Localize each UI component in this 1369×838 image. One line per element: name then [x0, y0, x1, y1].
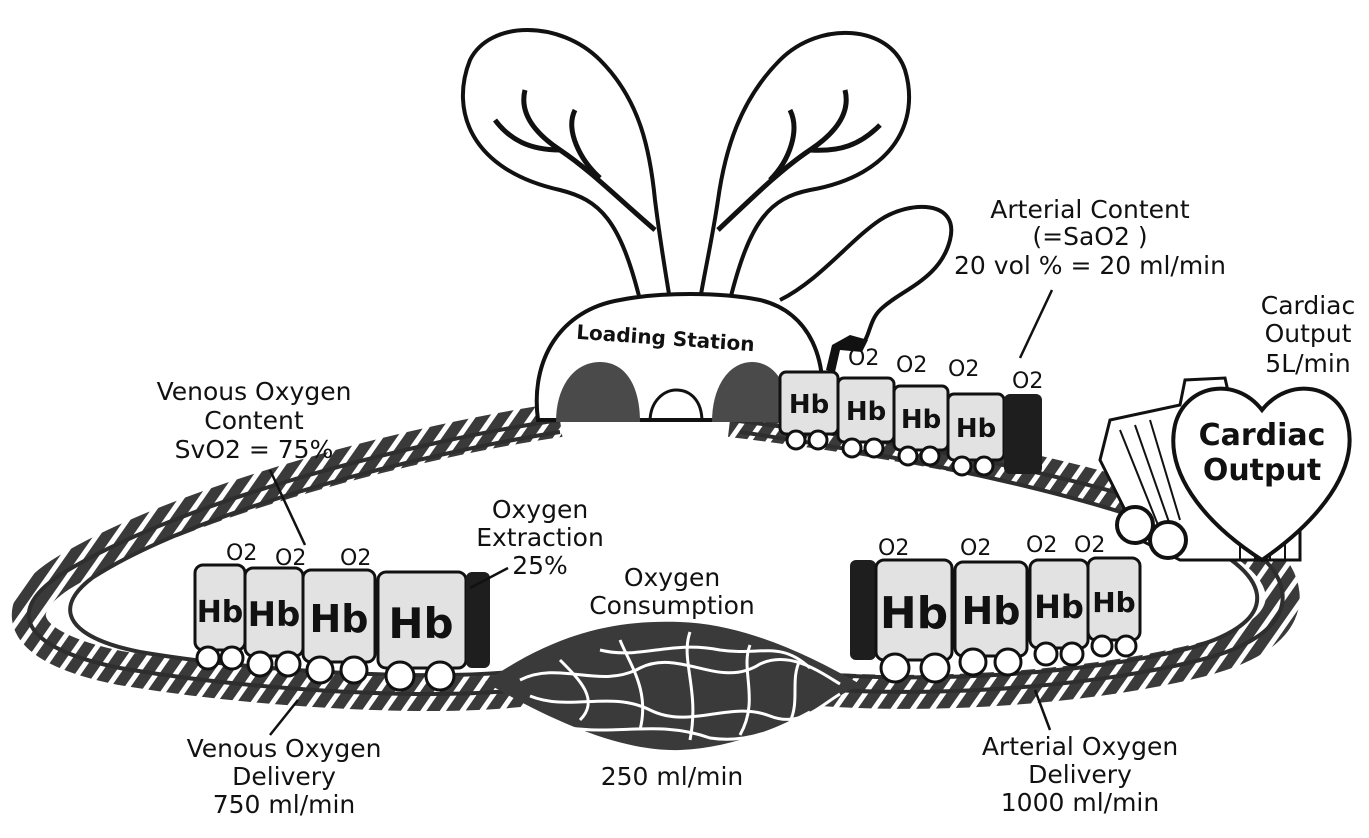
hb-label: Hb [901, 405, 941, 435]
o2-label: O2 [896, 353, 927, 378]
o2-label: O2 [275, 546, 306, 571]
o2-label: O2 [848, 346, 879, 371]
cardiac-output-line2: Output [1265, 319, 1352, 348]
train-engine: Cardiac Output [1098, 376, 1352, 563]
consumption-rate: 250 ml/min [601, 762, 744, 791]
tunnel-right [712, 362, 790, 422]
o2-label: O2 [1026, 533, 1057, 558]
o2-label: O2 [1074, 533, 1105, 558]
venous-delivery-line3: 750 ml/min [213, 790, 356, 819]
o2-label: O2 [1012, 369, 1043, 394]
cardiac-output-line1: Cardiac [1261, 291, 1356, 320]
hb-label: Hb [248, 595, 301, 635]
lungs [461, 28, 912, 302]
oxygen-extraction-line3: 25% [512, 551, 568, 580]
hb-car: Hb [946, 392, 1042, 477]
hb-label: Hb [197, 595, 244, 630]
hb-label: Hb [789, 390, 829, 420]
hb-car: Hb [301, 568, 377, 685]
hb-car: Hb [243, 566, 305, 678]
hb-car: Hb [1086, 556, 1142, 658]
hb-label: Hb [880, 588, 948, 639]
o2-markers: O2 O2 O2 O2 O2 O2 O2 O2 O2 O2 O2 [226, 346, 1105, 571]
arterial-delivery-line2: Delivery [1028, 760, 1132, 789]
hb-label: Hb [309, 597, 368, 641]
fuel-hose [779, 204, 954, 347]
hb-car: Hb [892, 384, 950, 467]
hb-label: Hb [956, 414, 996, 444]
leader-lines [268, 289, 1054, 736]
capillary-bed [485, 621, 860, 751]
hb-label: Hb [1092, 586, 1135, 619]
venous-content-line3: SvO2 = 75% [175, 435, 334, 464]
venous-delivery-line1: Venous Oxygen [187, 734, 382, 763]
hb-label: Hb [388, 599, 453, 648]
tunnel-left [556, 362, 640, 422]
engine-wheel [1148, 520, 1188, 560]
hb-label: Hb [961, 589, 1020, 633]
heart-label-line2: Output [1203, 453, 1321, 488]
arterial-delivery-line1: Arterial Oxygen [982, 732, 1178, 761]
arterial-content-line2: (=SaO2 ) [1032, 222, 1147, 251]
oxygen-consumption-line1: Oxygen [624, 563, 720, 592]
hb-car: Hb [193, 563, 247, 671]
oxygen-extraction-line2: Extraction [476, 523, 604, 552]
o2-label: O2 [340, 546, 371, 571]
loading-station: Loading Station [534, 292, 825, 423]
arterial-content-line3: 20 vol % = 20 ml/min [954, 251, 1226, 280]
venous-delivery-line2: Delivery [232, 762, 336, 791]
hb-car: Hb [376, 570, 490, 692]
hb-car: Hb [1028, 558, 1090, 667]
hb-car: Hb [850, 558, 954, 684]
o2-label: O2 [878, 536, 909, 561]
arterial-delivery-line3: 1000 ml/min [1001, 788, 1159, 817]
venous-content-line2: Content [204, 406, 304, 435]
fuel-nozzle-icon [826, 335, 868, 372]
oxygen-consumption-line2: Consumption [589, 591, 755, 620]
oxygen-extraction-line1: Oxygen [492, 495, 588, 524]
hb-label: Hb [846, 397, 886, 427]
annotation-text: Arterial Content (=SaO2 ) 20 vol % = 20 … [157, 195, 1356, 819]
arterial-content-line1: Arterial Content [990, 195, 1190, 224]
o2-label: O2 [960, 536, 991, 561]
hb-label: Hb [1034, 588, 1084, 626]
cardiac-output-line3: 5L/min [1265, 349, 1350, 378]
hb-car: Hb [778, 370, 840, 451]
engine-wheel [1115, 505, 1155, 545]
train-left: Hb Hb Hb Hb [193, 563, 490, 692]
train-upper-right: Hb Hb Hb Hb [778, 370, 1042, 477]
o2-label: O2 [226, 541, 257, 566]
train-right: Hb Hb Hb Hb [850, 556, 1142, 684]
o2-label: O2 [948, 357, 979, 382]
heart-icon [1171, 386, 1352, 563]
heart-label-line1: Cardiac [1199, 418, 1326, 453]
hb-car: Hb [953, 560, 1029, 677]
venous-content-line1: Venous Oxygen [157, 377, 352, 406]
